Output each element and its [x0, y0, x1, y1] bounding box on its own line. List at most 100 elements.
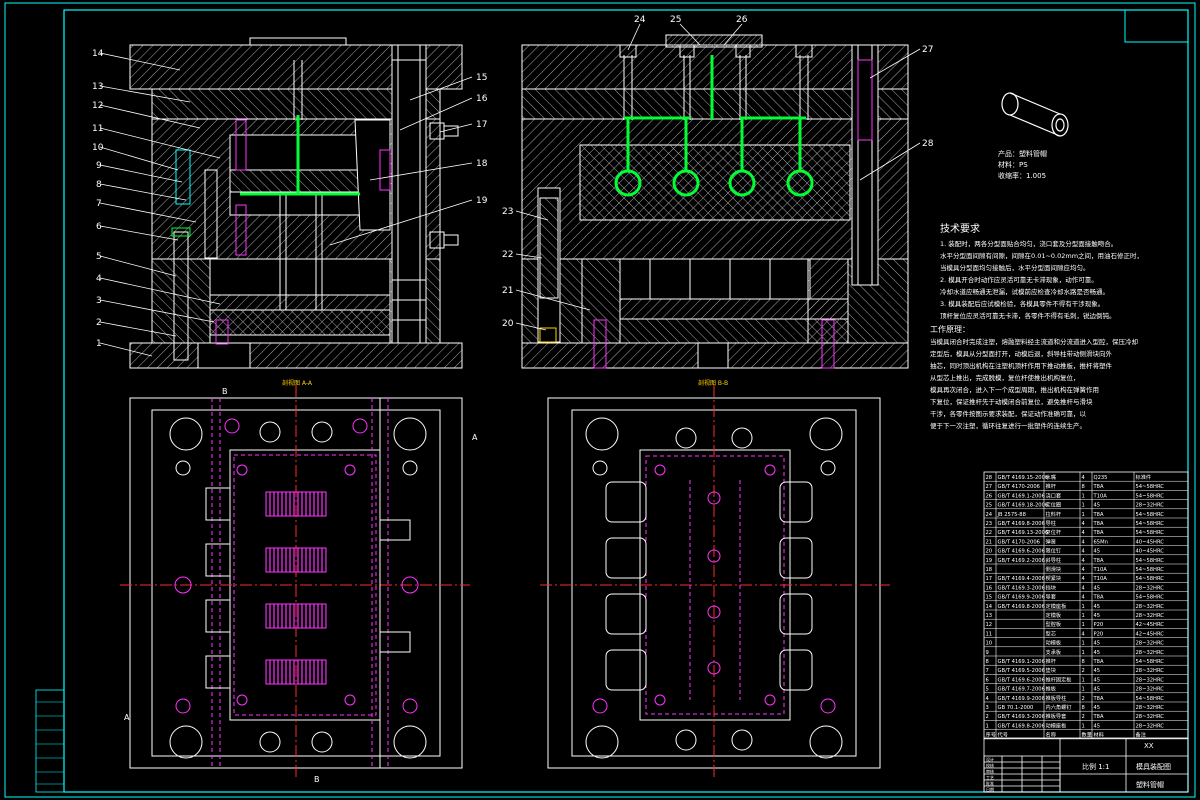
- tech-requirements-title: 技术要求: [940, 222, 980, 235]
- bom-cell-note: 54~58HRC: [1136, 659, 1165, 665]
- part-label-20: 20: [502, 319, 514, 329]
- bom-cell-mat: T8A: [1093, 659, 1104, 665]
- bom-cell-code: JB 2575-88: [997, 512, 1026, 518]
- bom-cell-name: 型芯: [1046, 629, 1056, 637]
- bom-cell-mat: 45: [1094, 585, 1101, 591]
- title-drawing-name: 模具装配图: [1136, 762, 1171, 771]
- section-title-left: 剖视图 A-A: [282, 379, 313, 387]
- bom-cell-note: 54~58HRC: [1136, 530, 1165, 536]
- process-line-8: 便于下一次注塑，循环往复进行一批塑件的连续生产。: [930, 421, 1086, 430]
- product-info: 产品：塑料管帽 材料：PS 收缩率：1.005: [998, 149, 1047, 180]
- part-label-22: 22: [502, 250, 513, 260]
- bom-cell-no: 16: [986, 585, 993, 591]
- bom-cell-note: 54~58HRC: [1136, 567, 1165, 573]
- bom-cell-mat: 45: [1094, 549, 1101, 555]
- bom-cell-note: 28~32HRC: [1136, 687, 1165, 693]
- part-label-3: 3: [96, 296, 102, 306]
- bom-cell-no: 25: [986, 503, 993, 509]
- part-label-9: 9: [96, 161, 102, 171]
- bom-cell-note: 54~58HRC: [1136, 484, 1165, 490]
- bom-cell-code: GB/T 4169.8-2006: [998, 521, 1045, 527]
- part-label-25: 25: [670, 15, 681, 25]
- bom-cell-no: 27: [986, 484, 993, 490]
- bom-cell-code: GB/T 4169.18-2006: [998, 503, 1049, 509]
- section-marker-b-top: B: [222, 387, 228, 396]
- bom-cell-qty: 2: [1082, 668, 1085, 674]
- title-cell-design: 设计: [986, 756, 994, 762]
- part-label-27: 27: [922, 45, 933, 55]
- part-label-5: 5: [96, 252, 102, 262]
- bom-cell-mat: T8A: [1093, 714, 1104, 720]
- bom-cell-code: 代号: [998, 731, 1008, 739]
- part-label-11: 11: [92, 124, 103, 134]
- bom-cell-qty: 4: [1082, 558, 1086, 564]
- part-label-24: 24: [634, 15, 646, 25]
- bom-cell-name: 拉料杆: [1046, 510, 1062, 518]
- title-cell-process: 工艺: [986, 775, 994, 780]
- bom-cell-no: 13: [986, 613, 993, 619]
- bom-cell-mat: 45: [1094, 677, 1101, 683]
- bom-cell-name: 定模座板: [1046, 602, 1068, 610]
- bom-cell-mat: T8A: [1093, 521, 1104, 527]
- bom-cell-qty: 4: [1082, 631, 1086, 637]
- bom-cell-name: 限位钉: [1046, 547, 1062, 555]
- bom-cell-code: GB/T 4169.8-2006: [998, 723, 1045, 729]
- bom-cell-name: 导柱: [1046, 519, 1056, 527]
- bom-cell-note: 28~32HRC: [1136, 705, 1165, 711]
- bom-cell-name: 楔紧块: [1046, 574, 1062, 582]
- part-label-16: 16: [476, 94, 488, 104]
- bom-cell-name: 导套: [1046, 593, 1057, 601]
- bom-cell-code: GB/T 4170-2006: [998, 539, 1040, 545]
- bom-cell-qty: 4: [1082, 530, 1086, 536]
- process-line-7: 干涉，各零件按图示要求装配，保证动作准确可靠，以: [930, 409, 1087, 418]
- bom-cell-name: 推杆: [1046, 482, 1056, 490]
- bom-cell-qty: 4: [1082, 521, 1086, 527]
- bom-cell-name: 复位杆: [1046, 528, 1062, 536]
- tech-line-4: 2. 模具开合时动作应灵活可靠无卡滞现象，动作可靠。: [940, 275, 1098, 284]
- part-label-23: 23: [502, 207, 513, 217]
- bom-header-row: 序号代号名称数量材料备注: [986, 731, 1146, 739]
- bom-cell-name: 斜导柱: [1046, 556, 1062, 564]
- bom-cell-no: 22: [986, 530, 993, 536]
- bom-cell-name: 侧滑块: [1046, 565, 1062, 573]
- front-section-view-left: [129, 37, 463, 369]
- bom-cell-note: 28~32HRC: [1136, 668, 1165, 674]
- bom-cell-qty: 1: [1082, 512, 1085, 518]
- bom-cell-qty: 1: [1082, 650, 1085, 656]
- part-label-26: 26: [736, 15, 748, 25]
- outer-frame: [4, 2, 1196, 798]
- title-cell-approve: 批准: [986, 780, 994, 786]
- section-markers: A A B B: [124, 387, 478, 784]
- bom-cell-mat: T10A: [1093, 576, 1108, 582]
- runner-highlight-left: [240, 115, 360, 196]
- bom-cell-code: GB/T 4169.6-2006: [998, 549, 1045, 555]
- tech-line-6: 3. 模具装配后应试模检验，各模具零件不得有干涉现象。: [940, 299, 1104, 308]
- bom-cell-qty: 4: [1082, 585, 1086, 591]
- bom-cell-no: 18: [986, 567, 993, 573]
- bom-cell-code: GB/T 4169.15-2006: [998, 475, 1049, 481]
- part-label-17: 17: [476, 120, 487, 130]
- process-line-2: 定型后，模具从分型面打开，动模后退，斜导柱带动侧滑块向外: [930, 349, 1113, 358]
- bom-cell-note: 标准件: [1136, 473, 1152, 481]
- title-cell-check: 校核: [986, 762, 994, 768]
- bom-cell-note: 28~32HRC: [1136, 714, 1165, 720]
- bom-cell-note: 28~32HRC: [1136, 677, 1165, 683]
- bom-cell-code: GB/T 4169.5-2006: [998, 668, 1045, 674]
- bom-cell-no: 28: [986, 475, 993, 481]
- bom-cell-no: 19: [986, 558, 993, 564]
- bom-cell-mat: T8A: [1093, 512, 1104, 518]
- bom-cell-note: 54~58HRC: [1136, 493, 1165, 499]
